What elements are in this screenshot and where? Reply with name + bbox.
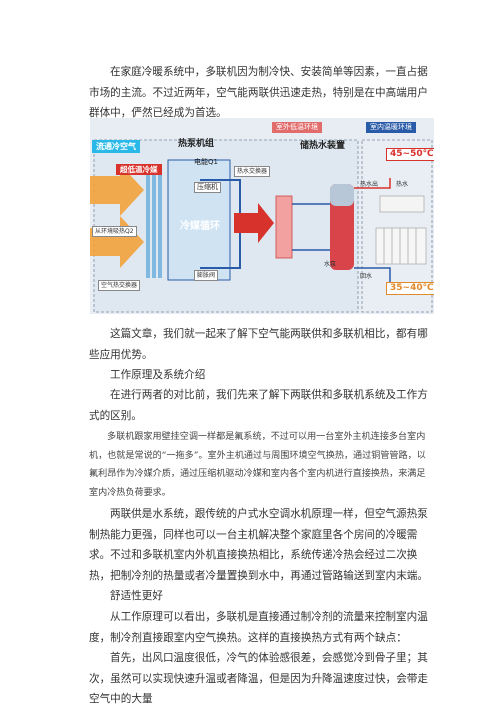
heat-arrow: [234, 203, 274, 243]
paragraph-dual-supply: 两联供是水系统，跟传统的户式水空调水机原理一样，但空气源热泵制热能力更强，同样也…: [89, 508, 428, 582]
air-exchanger-fins: [146, 168, 162, 278]
temp-low-badge: 35~40℃: [386, 282, 434, 295]
water-pipes: [292, 203, 330, 251]
paragraph-multi-split: 多联机跟家用壁挂空调一样都是氟系统，不过可以用一台室外主机连接多台室内机，也就是…: [89, 432, 426, 498]
paragraph-article-intro: 这篇文章，我们就一起来了解下空气能两联供和多联机相比，都有哪些应用优势。: [89, 328, 428, 361]
tag-refrigerant: 超低温冷媒: [116, 164, 162, 175]
temp-high-badge: 45~50℃: [386, 148, 434, 161]
diagram-graphics: [90, 139, 433, 313]
tag-cold-air: 流通冷空气: [92, 140, 140, 153]
label-throttle: 膨胀阀: [194, 270, 219, 281]
paragraph-comparison-intro: 在进行两者的对比前，我们先来了解下两联供和多联机系统及工作方式的区别。: [89, 389, 428, 422]
heat-pump-box: [167, 159, 231, 281]
indoor-radiator: [375, 227, 427, 265]
air-arrow-top: [90, 164, 144, 216]
section-heading-comfort: 舒适性更好: [110, 590, 163, 602]
hot-pipe: [354, 178, 391, 189]
indoor-fancoil: [379, 195, 425, 213]
paragraph-intro: 在家庭冷暖系统中，多联机因为制冷快、安装简单等因素，一直占据市场的主流。不过近两…: [89, 66, 428, 119]
label-exchanger: 热水交换器: [234, 166, 271, 177]
label-hot: 热水: [396, 181, 409, 188]
tag-indoor: 室内温暖环境: [366, 122, 416, 133]
return-pipe: [354, 267, 391, 288]
heat-pump-diagram: 流通冷空气 超低温冷媒 热泵机组 室外低温环境 室内温暖环境 储热水装置 电能Q…: [90, 118, 434, 314]
tag-heat-pump: 热泵机组: [178, 139, 215, 149]
label-hot-out: 热水出: [360, 181, 379, 188]
paragraph-drawbacks: 首先，出风口温度很低，冷气的体验感很差，会感觉冷到骨子里；其次，虽然可以实现快速…: [89, 652, 428, 705]
water-exchanger: [275, 195, 293, 259]
label-outdoor-unit: 空气热交换器: [98, 280, 141, 291]
section-heading-principle: 工作原理及系统介绍: [110, 369, 206, 381]
label-pump: 水泵: [324, 261, 337, 268]
label-air-heat: 从环境吸热Q2: [92, 226, 137, 237]
label-compressor: 压缩机: [194, 182, 221, 193]
label-return: 回水: [360, 273, 373, 280]
label-power: 电能Q1: [194, 158, 218, 166]
storage-tank-top: [330, 184, 354, 206]
label-cycle: 冷媒循环: [180, 221, 220, 232]
tag-outdoor: 室外低温环境: [272, 122, 322, 133]
paragraph-principle-result: 从工作原理可以看出，多联机是直接通过制冷剂的流量来控制室内温度，制冷剂直接跟室内…: [89, 611, 428, 644]
tag-storage: 储热水装置: [300, 141, 346, 151]
